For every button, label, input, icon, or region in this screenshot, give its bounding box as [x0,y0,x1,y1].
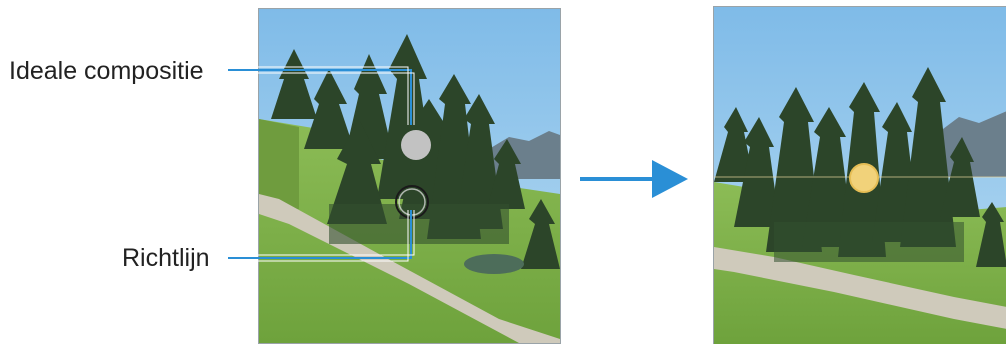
landscape-scene-before [259,9,560,343]
ideal-composition-label: Ideale compositie [9,57,204,85]
guideline-label: Richtlijn [122,244,210,272]
ideal-composition-marker-icon [401,130,431,160]
camera-preview-before [258,8,561,344]
aligned-marker-icon [849,163,879,193]
landscape-scene-after [714,7,1006,344]
arrow-right-icon [580,160,688,198]
camera-preview-after [713,6,1006,344]
